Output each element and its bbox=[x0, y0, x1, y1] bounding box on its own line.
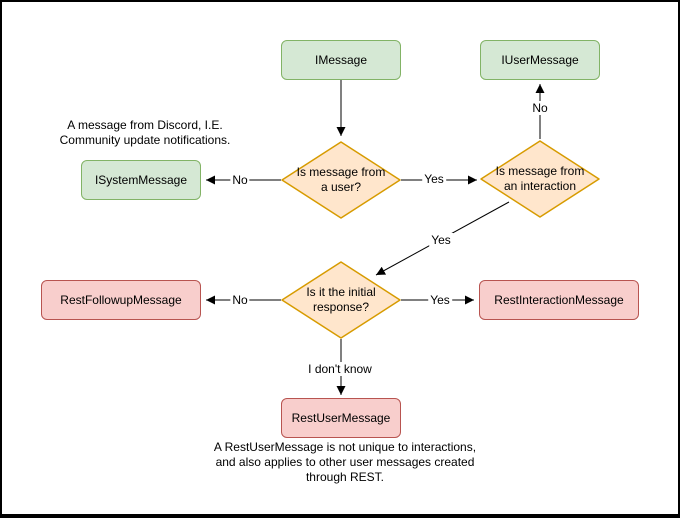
edge-label-from-interaction-no: No bbox=[530, 101, 550, 115]
node-iusermessage: IUserMessage bbox=[480, 40, 600, 80]
node-isystemmessage-label: ISystemMessage bbox=[94, 173, 188, 187]
decision-is-initial-response: Is it the initial response? bbox=[281, 261, 401, 339]
decision-is-message-from-user: Is message from a user? bbox=[281, 141, 401, 219]
node-isystemmessage: ISystemMessage bbox=[81, 160, 201, 200]
node-imessage-label: IMessage bbox=[314, 53, 368, 67]
note-restusermessage: A RestUserMessage is not unique to inter… bbox=[213, 440, 477, 484]
node-restinteractionmessage-label: RestInteractionMessage bbox=[494, 293, 624, 307]
edge-label-from-user-yes: Yes bbox=[422, 172, 446, 186]
decision-is-initial-response-label: Is it the initial response? bbox=[306, 285, 376, 314]
diamond-shape bbox=[281, 141, 401, 219]
diamond-shape bbox=[480, 140, 600, 218]
edge-label-from-user-no: No bbox=[230, 173, 250, 187]
node-imessage: IMessage bbox=[281, 40, 401, 80]
note-system-message: A message from Discord, I.E. Community u… bbox=[59, 118, 231, 147]
node-restfollowupmessage: RestFollowupMessage bbox=[41, 280, 201, 320]
decision-is-message-from-interaction: Is message from an interaction bbox=[480, 140, 600, 218]
edge-label-initial-response-unknown: I don't know bbox=[306, 362, 374, 376]
edge-label-from-interaction-yes: Yes bbox=[429, 233, 453, 247]
decision-is-message-from-interaction-label: Is message from an interaction bbox=[495, 164, 585, 193]
edge-label-initial-response-no: No bbox=[230, 293, 250, 307]
node-restusermessage: RestUserMessage bbox=[281, 398, 401, 438]
edge-label-initial-response-yes: Yes bbox=[428, 293, 452, 307]
node-restfollowupmessage-label: RestFollowupMessage bbox=[60, 293, 182, 307]
node-restinteractionmessage: RestInteractionMessage bbox=[479, 280, 639, 320]
diamond-shape bbox=[281, 261, 401, 339]
node-restusermessage-label: RestUserMessage bbox=[291, 411, 391, 425]
node-iusermessage-label: IUserMessage bbox=[501, 53, 579, 67]
decision-is-message-from-user-label: Is message from a user? bbox=[296, 165, 386, 194]
